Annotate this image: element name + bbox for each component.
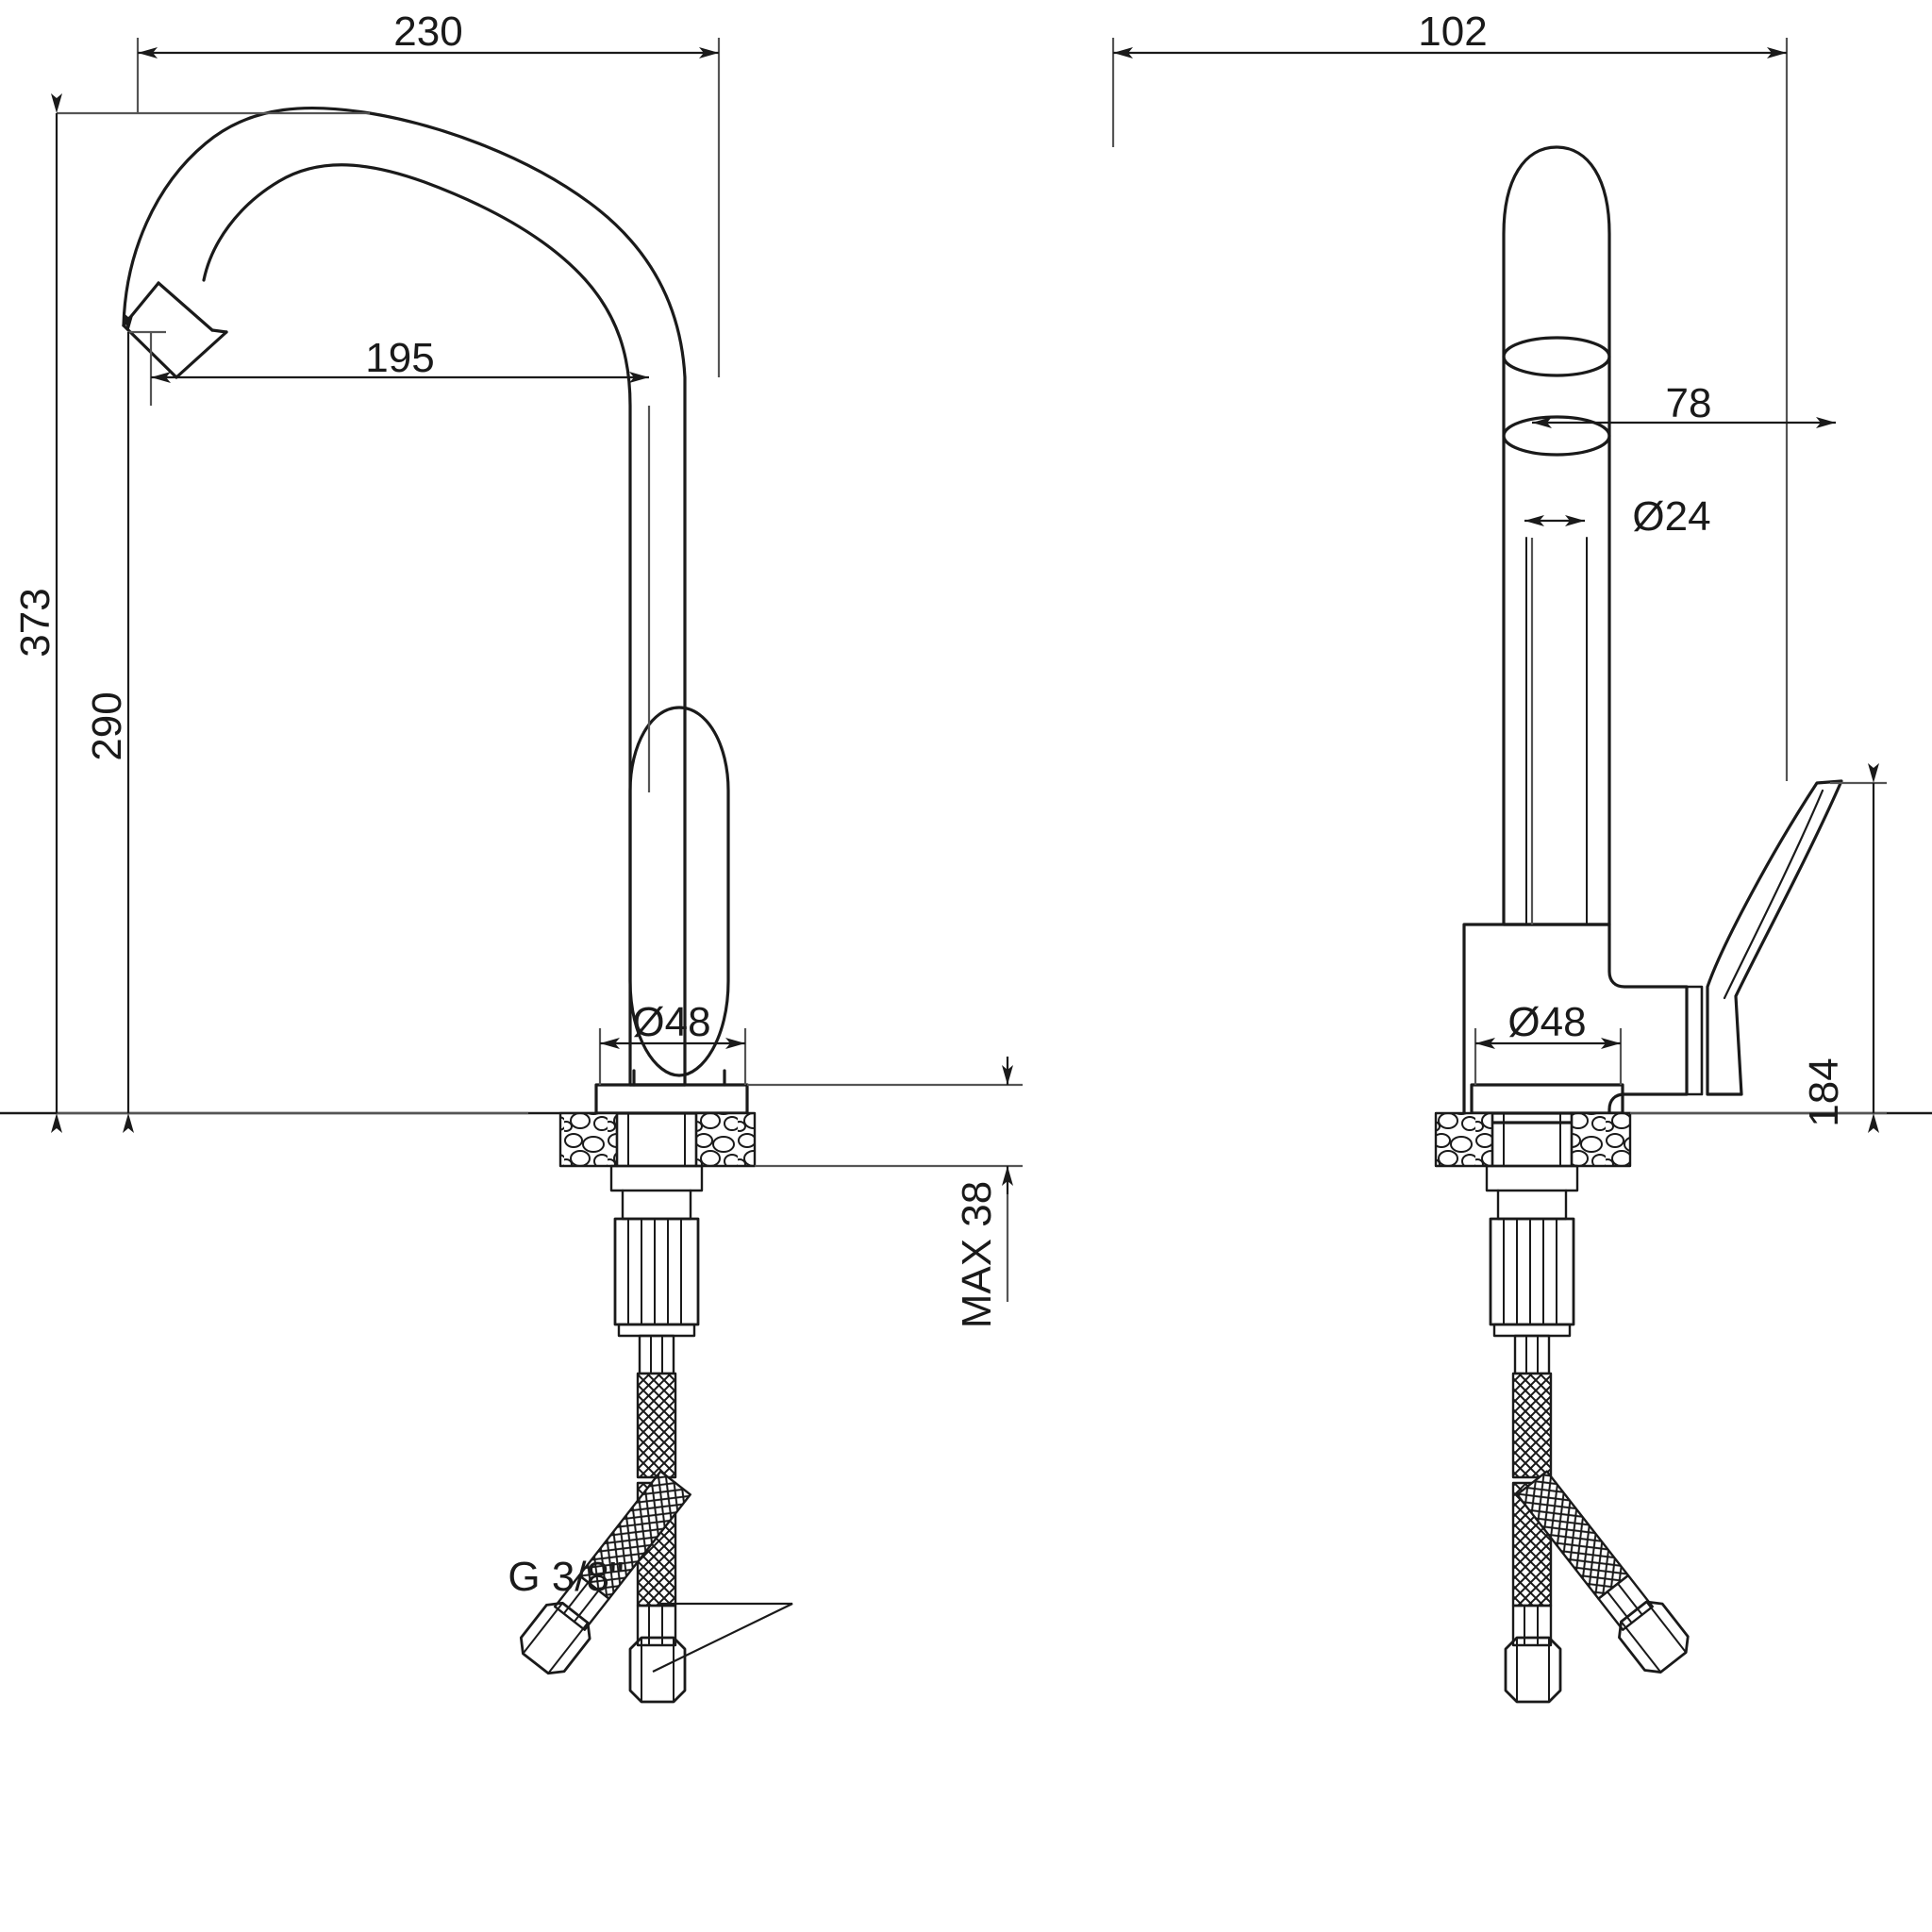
dim-label-base-diameter-front: Ø48	[632, 999, 710, 1045]
dim-overall-height	[51, 93, 528, 1133]
dim-label-overall-width: 230	[393, 8, 462, 55]
dim-lever-height	[1630, 763, 1887, 1133]
dim-label-spout-reach: 195	[365, 335, 434, 381]
dim-max-thickness	[747, 1057, 1023, 1302]
dim-overall-depth	[1111, 38, 1789, 781]
annotation-label-thread: G 3/8"	[508, 1554, 624, 1600]
dim-label-max-thickness: MAX 38	[954, 1181, 1000, 1329]
dim-label-spout-height: 290	[84, 691, 130, 760]
dimension-layer	[51, 38, 1887, 1673]
dim-label-lever-height: 184	[1801, 1058, 1847, 1126]
dim-spout-height	[123, 312, 166, 1133]
dim-base-diameter-side	[1474, 1028, 1623, 1085]
leader-thread-callout	[652, 1602, 793, 1673]
dim-label-spout-diameter: Ø24	[1632, 493, 1710, 540]
dim-spout-reach	[149, 332, 651, 792]
dim-label-lever-offset: 78	[1666, 380, 1712, 426]
dim-lever-offset	[1530, 417, 1836, 924]
dim-label-base-diameter-side: Ø48	[1507, 999, 1586, 1045]
side-view-geometry	[1434, 145, 1932, 1704]
dim-overall-width	[136, 38, 721, 377]
dim-base-diameter-front	[598, 1028, 747, 1085]
dim-label-overall-height: 373	[12, 588, 58, 657]
dim-label-overall-depth: 102	[1418, 8, 1487, 55]
dimension-text-layer: 230 195 373 290 Ø48 MAX 38 G 3/8" 102 78…	[12, 8, 1847, 1600]
